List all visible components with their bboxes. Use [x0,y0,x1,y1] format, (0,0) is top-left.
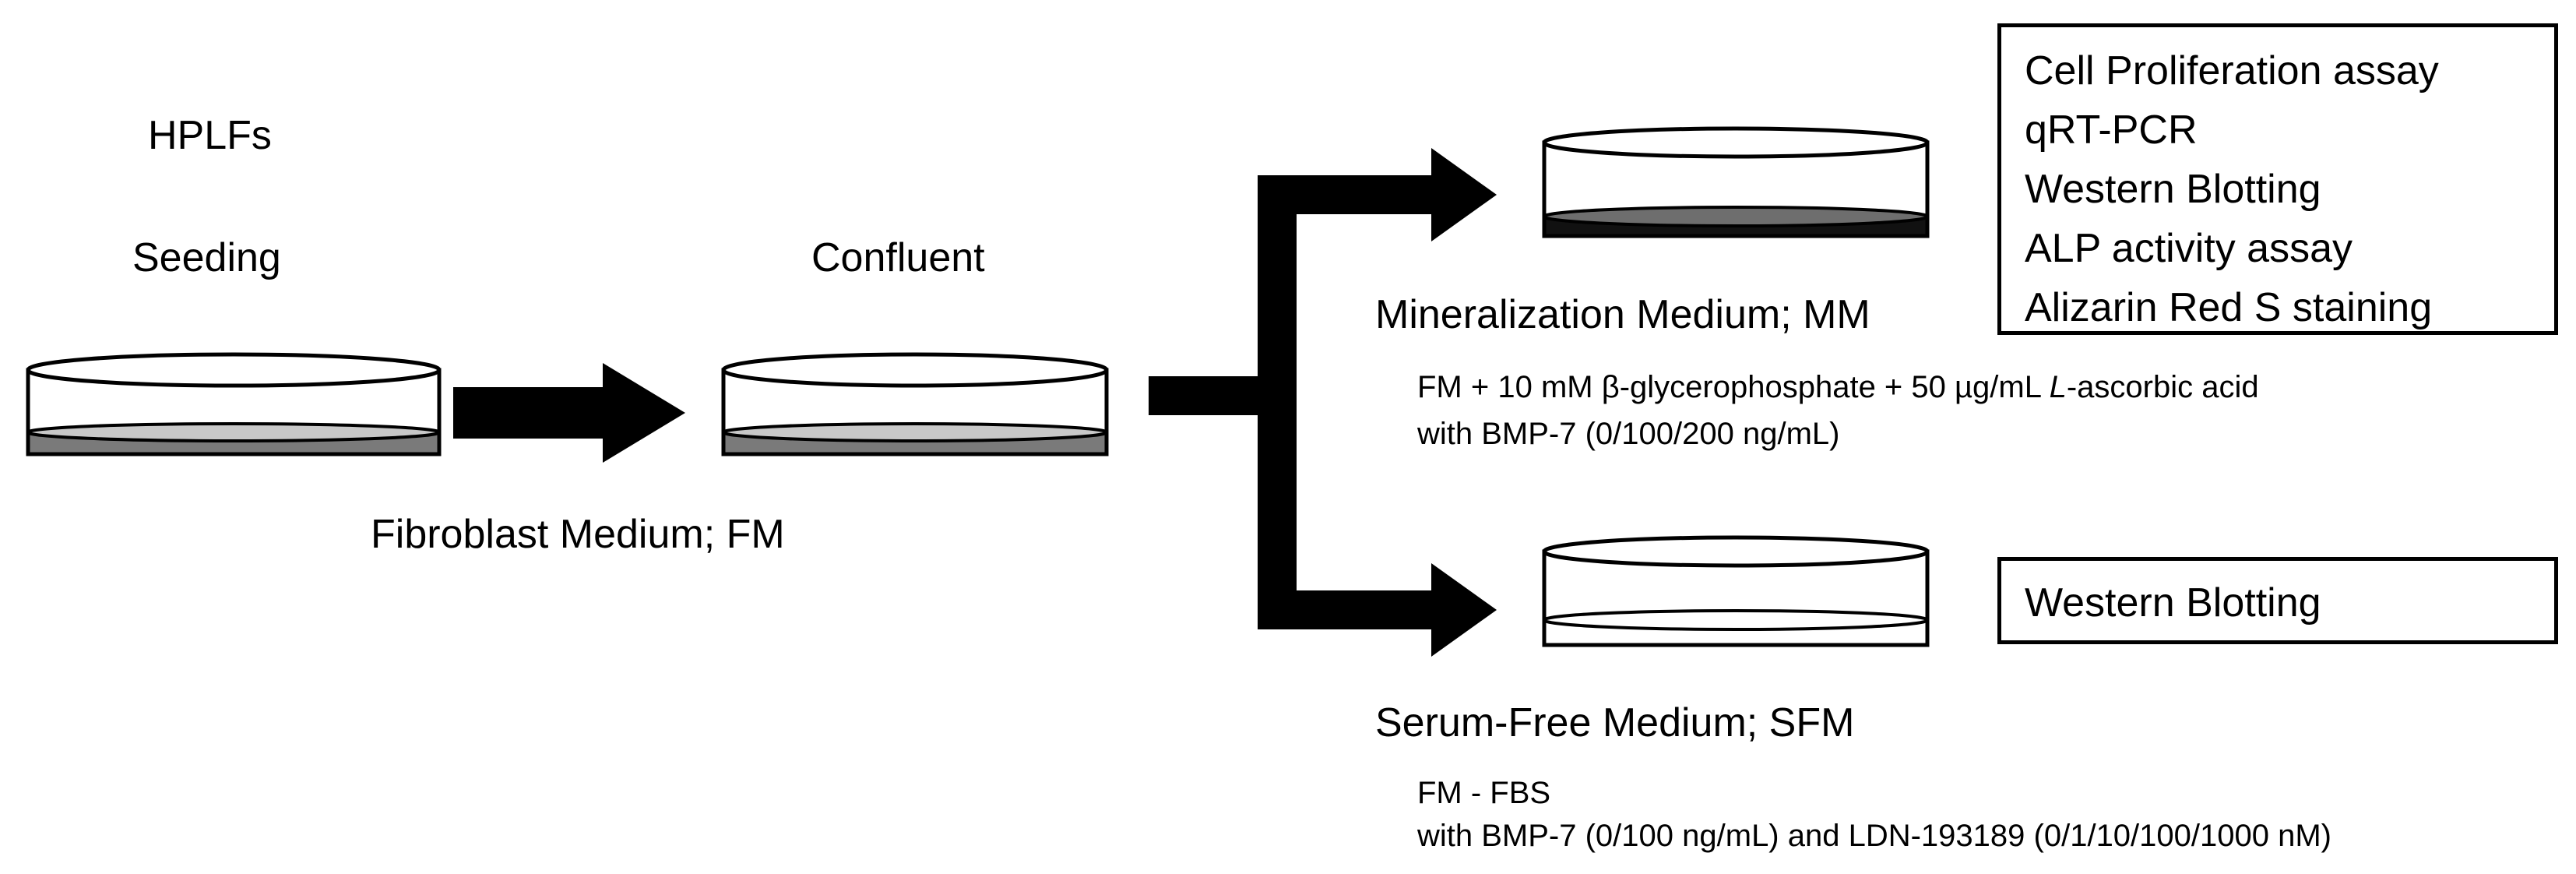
assay-item: Alizarin Red S staining [2025,285,2433,330]
branching-arrow [1149,148,1497,657]
stage-confluent-label: Confluent [811,235,985,280]
serum-free-bmp-ldn-doses: with BMP-7 (0/100 ng/mL) and LDN-193189 … [1417,819,2332,853]
mineralization-recipe: FM + 10 mM β-glycerophosphate + 50 µg/mL… [1417,370,2259,404]
fibroblast-medium-label: Fibroblast Medium; FM [371,512,785,557]
serum-free-recipe: FM - FBS [1417,776,1551,810]
serum-free-medium-title: Serum-Free Medium; SFM [1375,700,1855,745]
cell-type-label: HPLFs [148,113,272,158]
assay-item: Cell Proliferation assay [2025,48,2439,93]
assay-item: Western Blotting [2025,580,2321,626]
assay-item: qRT-PCR [2025,107,2198,153]
stage-seeding-label: Seeding [132,235,281,280]
arrow-seeding-to-confluent [453,363,685,463]
mm-assays-box: Cell Proliferation assay qRT-PCR Western… [1997,23,2558,335]
assay-item: ALP activity assay [2025,226,2353,271]
assay-item: Western Blotting [2025,167,2321,212]
mineralization-medium-title: Mineralization Medium; MM [1375,292,1870,337]
dish-seeding [26,352,442,456]
dish-mineralization [1542,126,1930,238]
mineralization-bmp-doses: with BMP-7 (0/100/200 ng/mL) [1417,417,1840,451]
dish-serum-free [1542,535,1930,647]
sfm-assays-box: Western Blotting [1997,557,2558,644]
dish-confluent [721,352,1109,456]
